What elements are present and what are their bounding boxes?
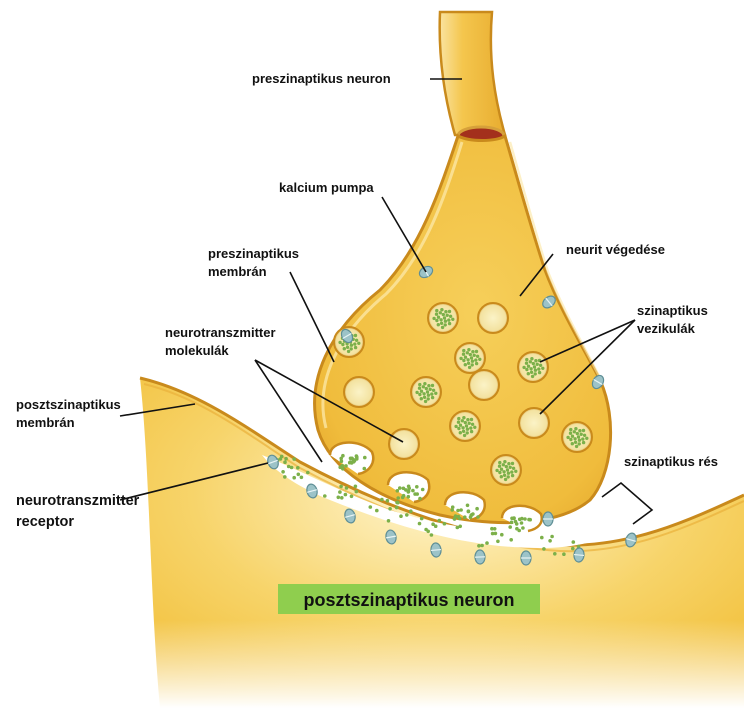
vesicle <box>468 369 500 401</box>
vesicle <box>561 421 593 453</box>
vesicle <box>477 302 509 334</box>
vesicle <box>388 428 420 460</box>
label-nt-receptor-1: neurotranszmitter <box>16 493 140 509</box>
vesicle <box>517 351 549 383</box>
vesicle <box>410 376 442 408</box>
synaptic-vesicles <box>333 302 593 486</box>
label-nt-molecules-1: neurotranszmitter <box>165 325 276 340</box>
vesicle <box>454 342 486 374</box>
vesicle <box>427 302 459 334</box>
label-synaptic-vesicles-2: vezikulák <box>637 321 696 336</box>
label-presynaptic-membrane-1: preszinaptikus <box>208 246 299 261</box>
label-synaptic-vesicles-1: szinaptikus <box>637 303 708 318</box>
synaptic-cleft-area <box>262 455 660 548</box>
leader-lines <box>119 78 654 525</box>
vesicle <box>490 454 522 486</box>
postsynaptic-neuron-title: posztszinaptikus neuron <box>278 584 540 614</box>
membrane-proteins <box>267 265 637 566</box>
label-neurite-ending: neurit végedése <box>566 242 665 257</box>
label-nt-receptor-2: receptor <box>16 514 74 530</box>
label-presynaptic-neuron: preszinaptikus neuron <box>252 71 391 86</box>
label-calcium-pump: kalcium pumpa <box>279 180 374 195</box>
label-postsynaptic-membrane-1: posztszinaptikus <box>16 397 121 412</box>
title-badge <box>278 584 540 614</box>
postsynaptic-neuron <box>139 376 744 708</box>
vesicle <box>343 376 375 408</box>
vesicle <box>449 410 481 442</box>
label-synaptic-cleft: szinaptikus rés <box>624 454 718 469</box>
vesicle <box>518 407 550 439</box>
labels: preszinaptikus neuron kalcium pumpa pres… <box>16 71 718 530</box>
postsynaptic-membrane-line <box>139 376 744 547</box>
label-presynaptic-membrane-2: membrán <box>208 264 267 279</box>
label-nt-molecules-2: molekulák <box>165 343 229 358</box>
label-postsynaptic-neuron: posztszinaptikus neuron <box>303 590 514 610</box>
axon-body <box>438 10 507 137</box>
neurotransmitter-molecules-cleft <box>275 453 581 556</box>
label-postsynaptic-membrane-2: membrán <box>16 415 75 430</box>
